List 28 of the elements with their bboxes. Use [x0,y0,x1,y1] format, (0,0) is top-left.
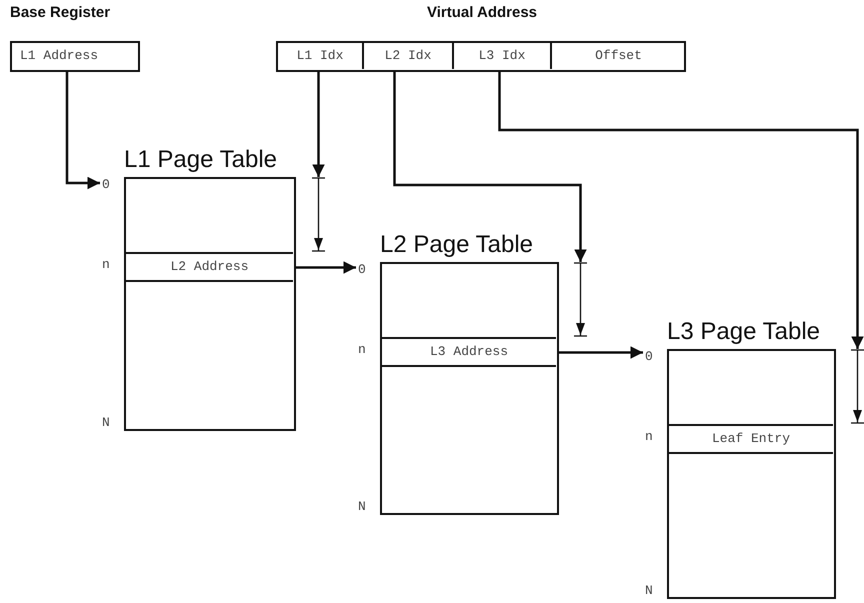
register-title: Virtual Address [426,4,538,21]
arrow [312,70,325,177]
index-label: n [645,429,653,444]
index-label: N [358,499,366,514]
address-field: L1 Idx [278,43,364,69]
address-field: L3 Idx [454,43,552,69]
arrow [393,70,587,262]
index-label: n [358,342,366,357]
table-entry: L2 Address [126,252,293,282]
address-field: Offset [552,43,685,69]
arrow [296,261,356,274]
table-title: L2 Page Table [380,231,534,259]
arrow [498,70,864,349]
index-label: 0 [645,349,653,364]
address-field: L2 Idx [364,43,454,69]
arrow [66,72,100,190]
index-label: 0 [102,177,110,192]
register-box: L1 Address [10,41,140,72]
index-label: n [102,257,110,272]
table-entry: Leaf Entry [669,424,833,454]
table-title: L3 Page Table [667,318,820,346]
index-label: N [645,583,653,598]
table-title: L1 Page Table [124,146,278,174]
register-title: Base Register [10,4,110,21]
table-entry: L3 Address [382,337,556,367]
index-label: 0 [358,262,366,277]
arrow [559,346,643,359]
index-label: N [102,415,110,430]
